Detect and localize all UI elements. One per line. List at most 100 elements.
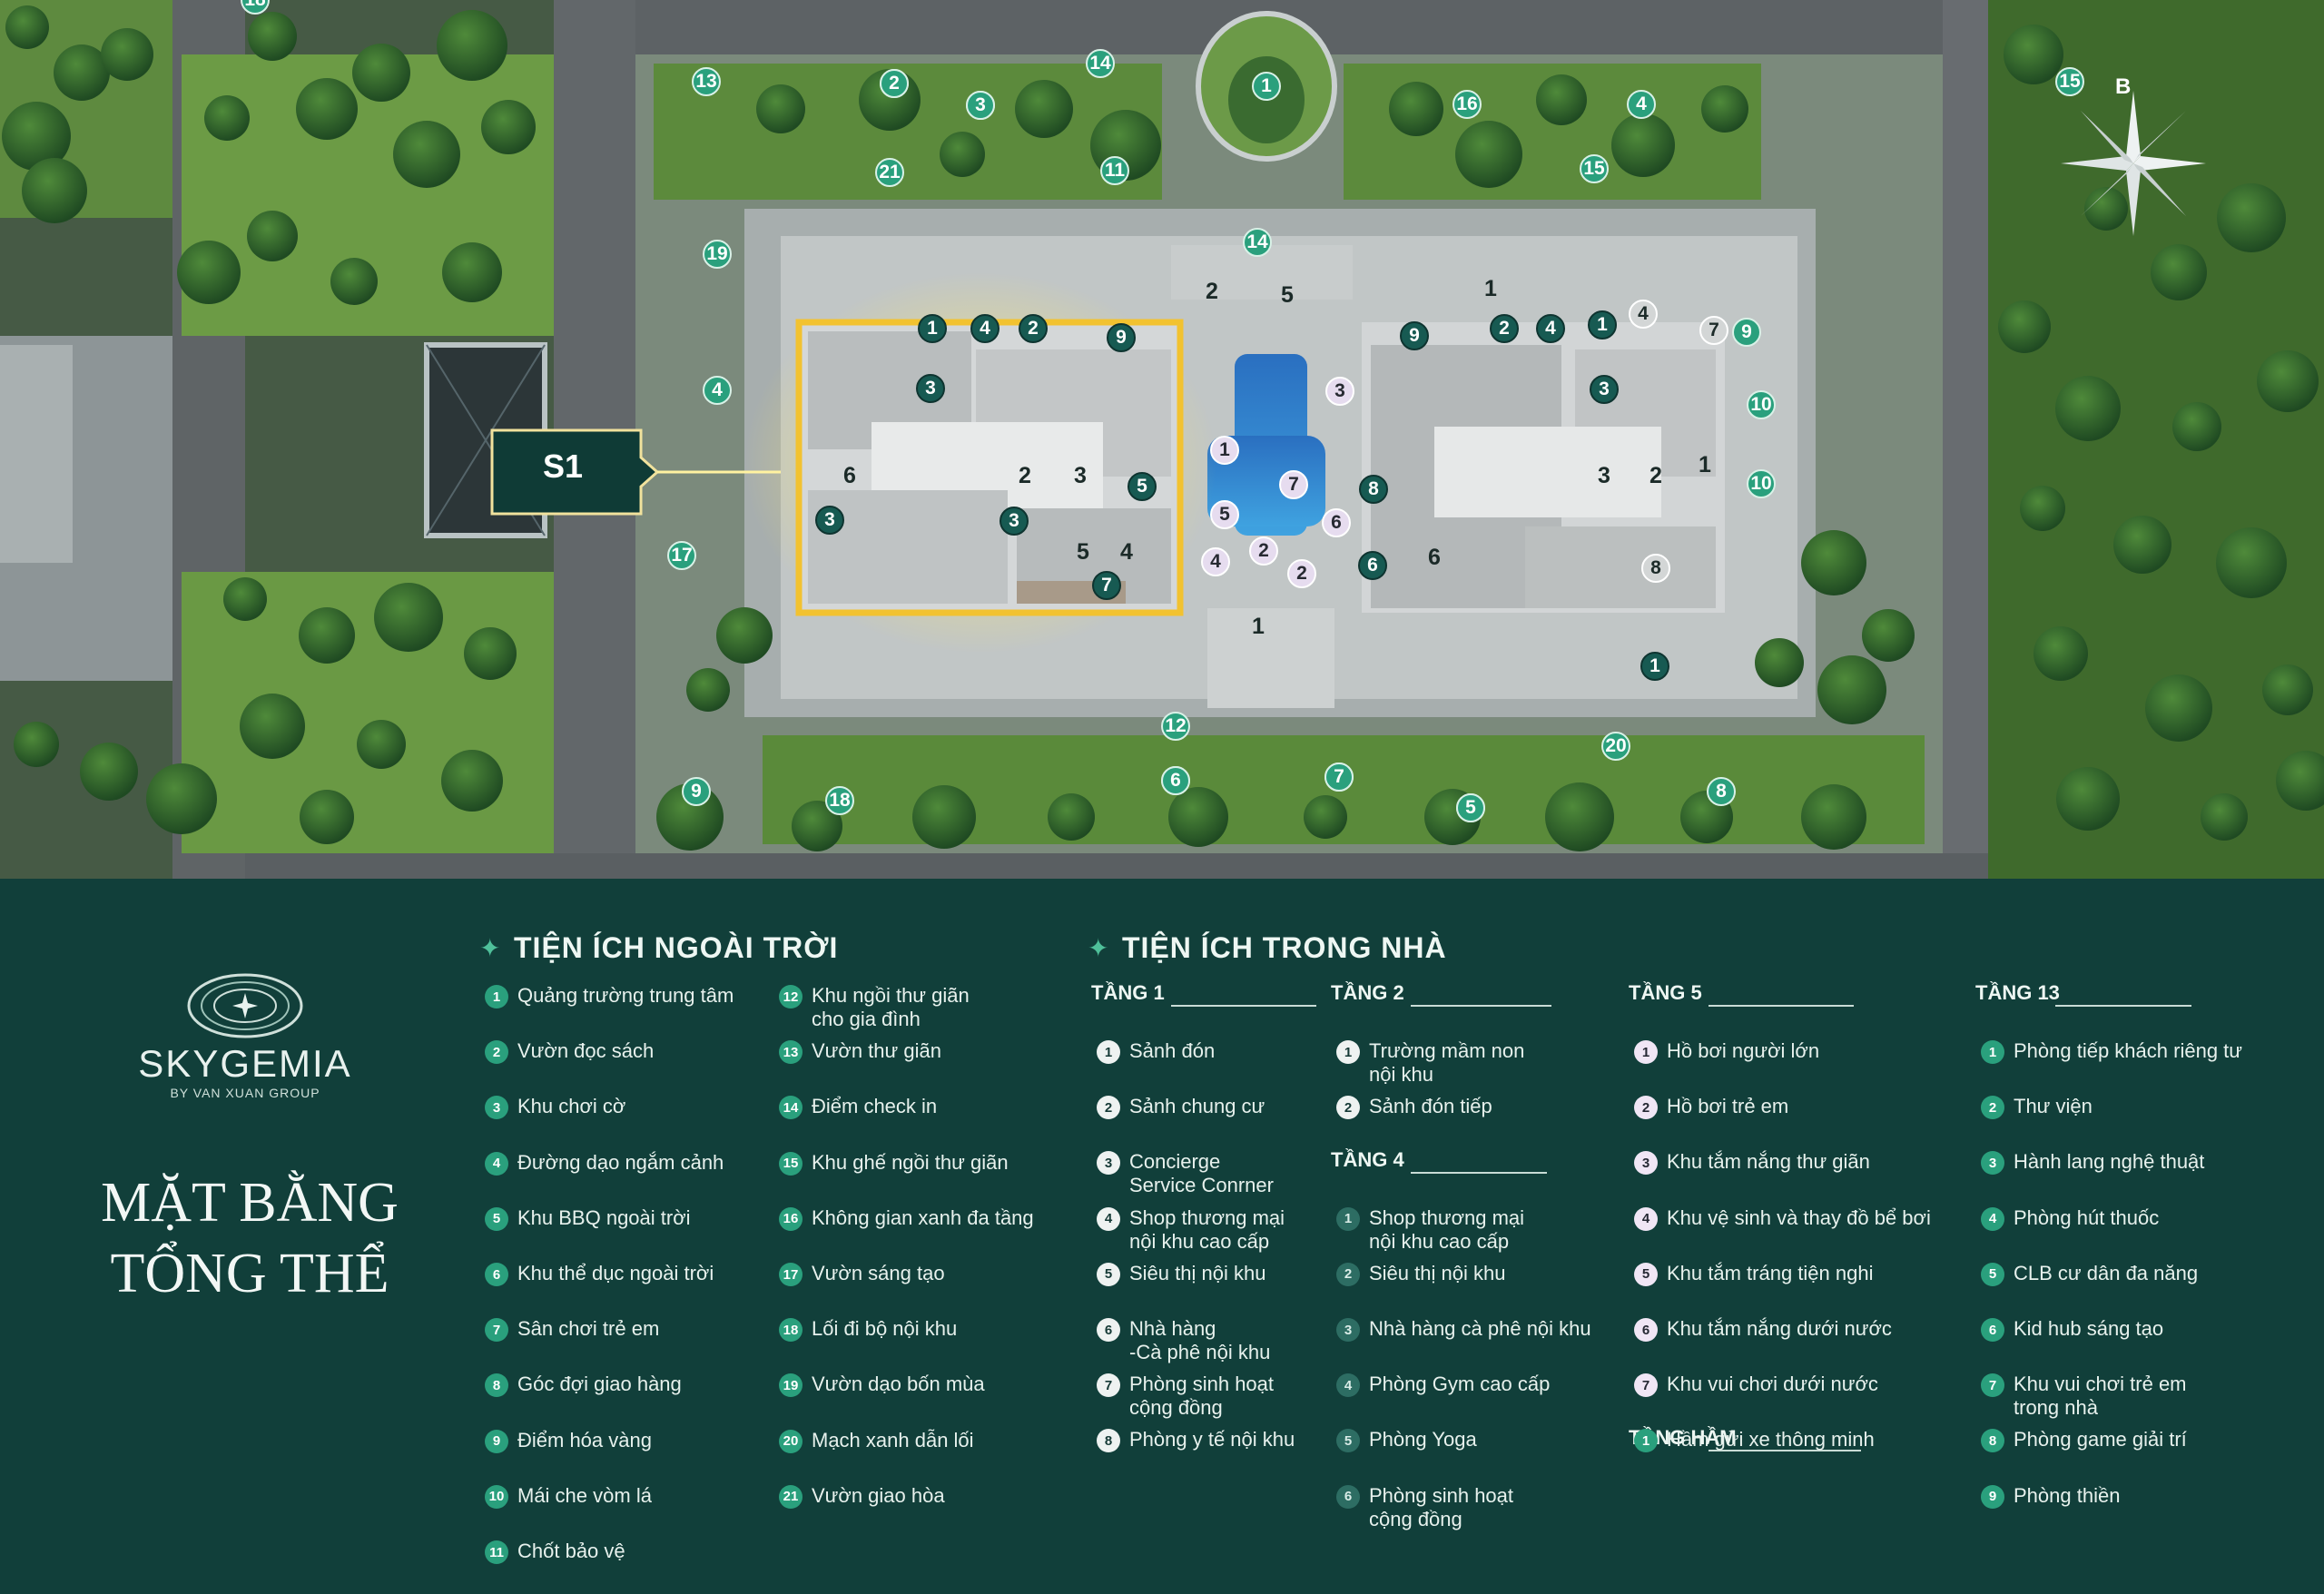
tree-icon [247, 211, 298, 261]
floor-label-floor4: TẦNG 4 [1331, 1148, 1404, 1171]
map-pin[interactable]: 1 [1588, 310, 1617, 339]
map-pin[interactable]: 6 [843, 462, 856, 488]
map-pin[interactable]: 8 [1707, 777, 1736, 806]
map-pin[interactable]: 1 [1484, 275, 1497, 301]
map-pin[interactable]: 4 [1536, 314, 1565, 343]
floor-divider [1709, 1005, 1854, 1007]
map-pin[interactable]: 6 [1428, 544, 1441, 570]
map-pin[interactable]: 5 [1456, 793, 1485, 822]
map-pin[interactable]: 3 [1598, 462, 1610, 488]
map-pin[interactable]: 1 [918, 314, 947, 343]
site-plan-map: S1 B 12345678910101112131414151516171818… [0, 0, 2324, 879]
map-pin[interactable]: 4 [703, 376, 732, 405]
map-pin[interactable]: 3 [815, 506, 844, 535]
map-pin[interactable]: 8 [1641, 554, 1670, 583]
map-pin[interactable]: 3 [1000, 507, 1029, 536]
map-pin[interactable]: 1 [1699, 451, 1711, 477]
indoor-floor5-item-label: Khu tắm nắng dưới nước [1667, 1317, 1892, 1340]
map-pin[interactable]: 7 [1092, 571, 1121, 600]
map-pin[interactable]: 21 [875, 158, 904, 187]
map-pin[interactable]: 7 [1699, 316, 1728, 345]
map-pin[interactable]: 1 [1640, 652, 1669, 681]
indoor-floor5-item-number: 7 [1634, 1373, 1658, 1398]
map-pin[interactable]: 4 [1120, 538, 1133, 565]
tree-icon [240, 694, 305, 759]
map-pin[interactable]: 4 [970, 314, 1000, 343]
indoor-basement-item-label: Hầm gửi xe thông minh [1667, 1428, 1875, 1451]
map-pin[interactable]: 6 [1322, 508, 1351, 537]
map-pin[interactable]: 14 [1086, 49, 1115, 78]
indoor-floor5-item-number: 3 [1634, 1151, 1658, 1176]
map-pin[interactable]: 3 [1074, 462, 1087, 488]
map-pin[interactable]: 6 [1358, 551, 1387, 580]
map-pin[interactable]: 4 [1201, 547, 1230, 576]
map-pin[interactable]: 3 [966, 91, 995, 120]
indoor-floor5-item-label: Hồ bơi trẻ em [1667, 1095, 1789, 1118]
map-pin[interactable]: 15 [2055, 67, 2084, 96]
map-pin[interactable]: 11 [1100, 156, 1129, 185]
map-pin[interactable]: 12 [1161, 712, 1190, 741]
tree-icon [1801, 784, 1866, 850]
indoor-floor4-item-number: 3 [1336, 1318, 1360, 1342]
tree-icon [357, 720, 406, 769]
map-pin[interactable]: 2 [1649, 462, 1662, 488]
indoor-floor1-item-label: Siêu thị nội khu [1129, 1261, 1266, 1284]
map-pin[interactable]: 3 [916, 374, 945, 403]
tree-icon [1389, 82, 1443, 136]
map-pin[interactable]: 3 [1325, 377, 1354, 406]
map-pin[interactable]: 2 [1490, 314, 1519, 343]
map-pin[interactable]: 1 [1252, 613, 1265, 639]
tree-icon [54, 44, 110, 101]
map-pin[interactable]: 10 [1747, 390, 1776, 419]
tree-icon [204, 95, 250, 141]
map-pin[interactable]: 7 [1279, 470, 1308, 499]
indoor-floor13-item-label: Kid hub sáng tạo [2014, 1317, 2164, 1340]
indoor-floor13-item-label: Khu vui chơi trẻ em [2014, 1373, 2187, 1396]
map-pin[interactable]: 2 [1206, 278, 1218, 304]
tree-icon [1817, 655, 1886, 724]
tree-icon [1304, 795, 1347, 839]
map-pin[interactable]: 17 [667, 541, 696, 570]
map-pin[interactable]: 2 [1287, 559, 1316, 588]
map-pin[interactable]: 7 [1324, 763, 1354, 792]
outdoor-item-number: 4 [485, 1151, 508, 1176]
map-pin[interactable]: 1 [1210, 436, 1239, 465]
skygemia-logo-icon [187, 973, 303, 1038]
map-pin[interactable]: 5 [1077, 538, 1089, 565]
map-pin[interactable]: 5 [1281, 281, 1294, 308]
map-pin[interactable]: 2 [1019, 462, 1031, 488]
map-pin[interactable]: 3 [1590, 375, 1619, 404]
map-pin[interactable]: 20 [1601, 732, 1630, 761]
outdoor-item-label: Đường dạo ngắm cảnh [517, 1150, 724, 1174]
map-pin[interactable]: 5 [1128, 472, 1157, 501]
map-pin[interactable]: 2 [880, 69, 909, 98]
indoor-floor1-item-label: Sảnh đón [1129, 1039, 1216, 1062]
map-pin[interactable]: 19 [703, 240, 732, 269]
map-pin[interactable]: 2 [1019, 314, 1048, 343]
map-pin[interactable]: 8 [1359, 475, 1388, 504]
map-pin[interactable]: 13 [692, 67, 721, 96]
indoor-floor1-item-label-line2: Service Conrner [1129, 1174, 1274, 1197]
map-pin[interactable]: 5 [1210, 500, 1239, 529]
outdoor-item-number: 10 [485, 1484, 508, 1509]
tree-icon [5, 5, 49, 49]
map-pin[interactable]: 2 [1249, 536, 1278, 566]
map-pin[interactable]: 14 [1243, 228, 1272, 257]
map-pin[interactable]: 9 [1400, 321, 1429, 350]
map-pin[interactable]: 4 [1627, 90, 1656, 119]
map-pin[interactable]: 15 [1580, 154, 1609, 183]
map-pin[interactable]: 9 [682, 777, 711, 806]
map-pin[interactable]: 18 [825, 786, 854, 815]
map-pin[interactable]: 16 [1452, 90, 1482, 119]
indoor-floor5-item-label: Khu tắm nắng thư giãn [1667, 1150, 1870, 1174]
map-pin[interactable]: 10 [1747, 469, 1776, 498]
map-pin[interactable]: 6 [1161, 766, 1190, 795]
tree-icon [2020, 486, 2065, 531]
map-pin[interactable]: 1 [1252, 72, 1281, 101]
map-pin[interactable]: 9 [1732, 318, 1761, 347]
map-pin[interactable]: 9 [1107, 323, 1136, 352]
indoor-floor5-item-label: Khu vệ sinh và thay đồ bể bơi [1667, 1205, 1931, 1229]
outdoor-item-number: 13 [779, 1040, 803, 1065]
map-pin[interactable]: 4 [1629, 300, 1658, 329]
tree-icon [2145, 674, 2212, 742]
